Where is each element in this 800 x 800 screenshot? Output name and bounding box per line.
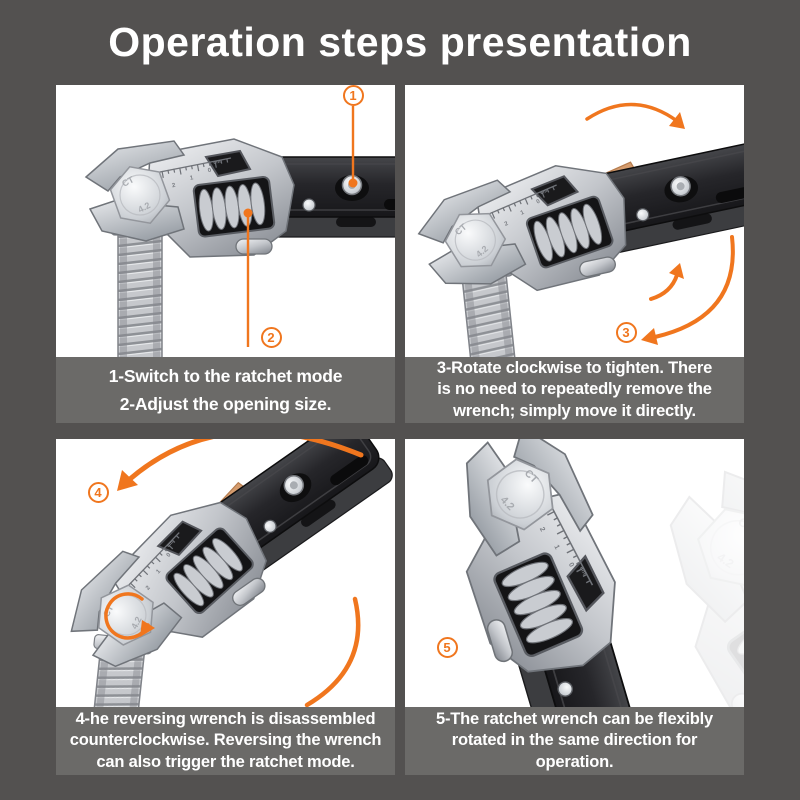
caption-line: 2-Adjust the opening size. — [119, 394, 332, 414]
step-panel-1: 1 2 1-Switch to the ratchet mode 2-Adjus… — [56, 85, 395, 423]
caption-line: operation. — [535, 752, 614, 771]
caption-line: is no need to repeatedly remove the — [437, 380, 712, 399]
marker-3: 3 — [615, 321, 637, 343]
step-photo-1: 1 2 — [56, 85, 395, 357]
step-photo-3: 4 — [56, 439, 395, 707]
step-caption-1: 1-Switch to the ratchet mode 2-Adjust th… — [56, 357, 395, 423]
counterclockwise-rotation-arrows-icon — [104, 439, 364, 707]
step-caption-3: 4-he reversing wrench is disassembled co… — [56, 707, 395, 775]
caption-line: 1-Switch to the ratchet mode — [108, 366, 343, 386]
arrowheads — [641, 112, 685, 345]
arrowheads — [117, 470, 155, 637]
marker-2: 2 — [260, 326, 282, 348]
caption-line: 3-Rotate clockwise to tighten. There — [436, 358, 713, 377]
step-caption-2: 3-Rotate clockwise to tighten. There is … — [405, 357, 744, 423]
page-title: Operation steps presentation — [108, 19, 692, 65]
wrench-photo-art-4 — [430, 439, 744, 707]
caption-line: wrench; simply move it directly. — [453, 401, 696, 420]
ghost-wrench-illustration — [628, 446, 744, 707]
callout-dot-2 — [243, 208, 253, 218]
step-photo-2: 3 — [405, 85, 744, 357]
wrench-photo-art-3 — [56, 439, 395, 707]
caption-line: counterclockwise. Reversing the wrench — [69, 731, 382, 750]
marker-1: 1 — [342, 85, 364, 106]
marker-5: 5 — [436, 636, 458, 658]
wrench-photo-art-1 — [85, 106, 395, 357]
marker-4: 4 — [87, 481, 109, 503]
clockwise-rotation-arrows-icon — [585, 102, 735, 339]
caption-line: 4-he reversing wrench is disassembled — [75, 709, 376, 728]
caption-line: 5-The ratchet wrench can be flexibly — [435, 709, 714, 728]
step-photo-4: 5 — [405, 439, 744, 707]
caption-line: can also trigger the ratchet mode. — [96, 752, 355, 771]
step-panel-4: 5 5-The ratchet wrench can be flexibly r… — [405, 439, 744, 775]
step-panel-3: 4 4-he reversing wrench is disassembled … — [56, 439, 395, 775]
step-panel-2: 3 3-Rotate clockwise to tighten. There i… — [405, 85, 744, 423]
caption-line: rotated in the same direction for — [451, 731, 698, 750]
wrench-photo-art-2 — [409, 102, 744, 357]
step-caption-4: 5-The ratchet wrench can be flexibly rot… — [405, 707, 744, 775]
callout-dot-1 — [348, 178, 358, 188]
